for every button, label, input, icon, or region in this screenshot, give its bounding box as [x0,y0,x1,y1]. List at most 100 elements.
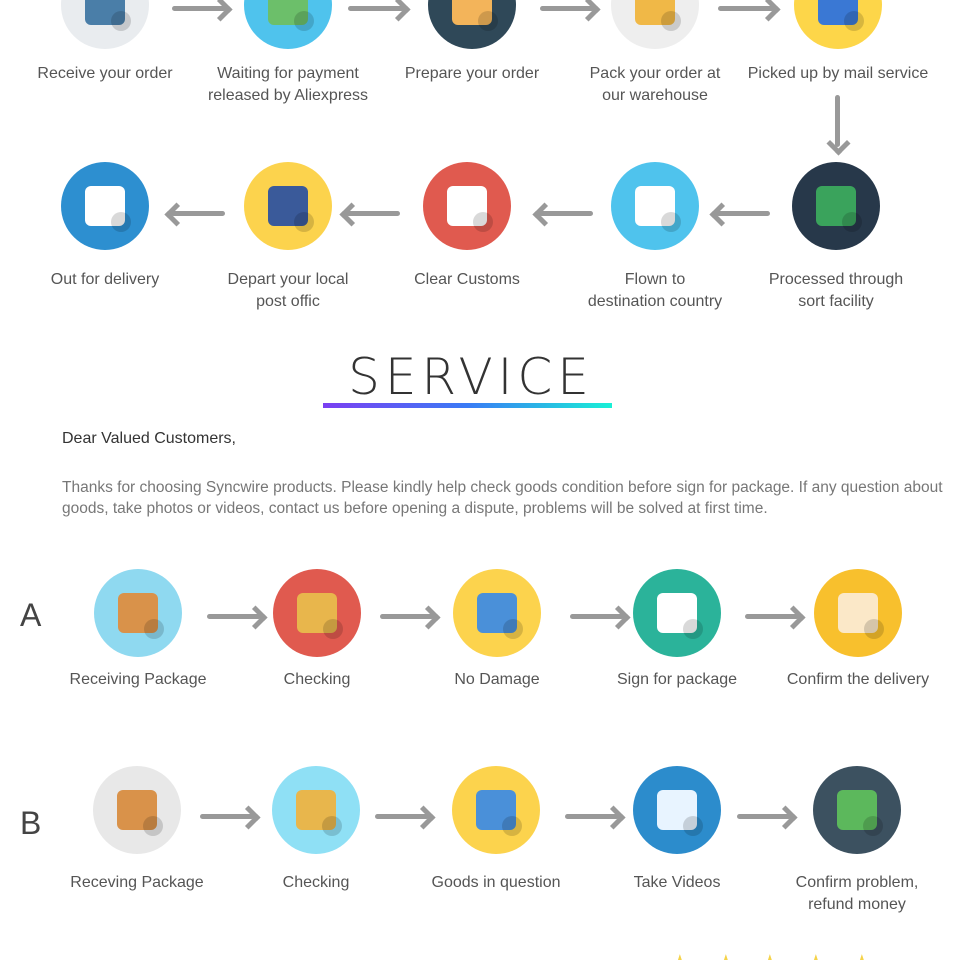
arrow-right-icon [565,805,626,830]
step-label: Picked up by mail service [747,65,929,82]
delivery-truck-glyph [268,186,308,226]
step-label: Confirm the delivery [786,671,930,688]
greeting: Dear Valued Customers, [62,430,236,447]
money-stack-icon [813,766,901,854]
glyph-detail [863,816,883,836]
envelope-icon [428,0,516,49]
step-label: Take Videos [633,874,721,891]
package-icon [94,569,182,657]
sign-document-icon [633,569,721,657]
box-icon [611,0,699,49]
star-icon: ★ [852,950,872,960]
step-label: Sign for package [616,671,738,688]
customs-officer-icon [423,162,511,250]
open-box-glyph [296,790,336,830]
arrow-left-icon [532,202,593,227]
step-label: Checking [283,671,351,688]
glyph-detail [294,11,314,31]
glyph-detail [322,816,342,836]
money-stack-glyph [837,790,877,830]
arrow-right-icon [172,0,233,22]
arrow-right-icon [540,0,601,22]
airplane-icon [611,162,699,250]
step-label: Receive your order [37,65,173,82]
open-box-glyph [297,593,337,633]
glyph-detail [143,816,163,836]
airplane-glyph [635,186,675,226]
order-form-glyph [85,0,125,25]
glyph-detail [503,619,523,639]
glyph-detail [478,11,498,31]
globe-icon [792,162,880,250]
glyph-detail [502,816,522,836]
arrow-right-icon [737,805,798,830]
step-label: Receving Package [70,874,204,891]
sad-face-glyph [476,790,516,830]
glyph-detail [144,619,164,639]
smiley-glyph [477,593,517,633]
arrow-left-icon [164,202,225,227]
money-icon [244,0,332,49]
glyph-detail [294,212,314,232]
service-title: SERVICE [348,348,594,406]
step-label: Prepare your order [404,65,540,82]
arrow-right-icon [200,805,261,830]
row-b-letter: B [20,805,42,841]
glyph-detail [111,11,131,31]
glyph-detail [323,619,343,639]
delivery-truck-icon [244,162,332,250]
truck-glyph [818,0,858,25]
arrow-right-icon [718,0,781,22]
arrow-down-icon [826,95,851,156]
truck-icon [794,0,882,49]
package-glyph [118,593,158,633]
star-icon: ★ [760,950,780,960]
arrow-left-icon [339,202,400,227]
star-icon: ★ [806,950,826,960]
glyph-detail [661,212,681,232]
hand-package-icon [61,162,149,250]
photos-icon [633,766,721,854]
glyph-detail [842,212,862,232]
glyph-detail [683,816,703,836]
photos-glyph [657,790,697,830]
arrow-right-icon [745,605,806,630]
title-gradient-underline [323,403,612,408]
smiley-icon [453,569,541,657]
step-label: Goods in question [431,874,561,891]
box-glyph [635,0,675,25]
open-box-icon [273,569,361,657]
glyph-detail [111,212,131,232]
sad-face-icon [452,766,540,854]
row-a-letter: A [20,597,42,633]
money-glyph [268,0,308,25]
envelope-glyph [452,0,492,25]
service-message: Thanks for choosing Syncwire products. P… [62,479,943,517]
package-glyph [117,790,157,830]
step-label: Checking [282,874,350,891]
step-label: Receiving Package [69,671,207,688]
step-label: Clear Customs [414,271,520,288]
handshake-icon [814,569,902,657]
star-icon: ★ [670,950,690,960]
arrow-right-icon [348,0,411,22]
arrow-right-icon [207,605,268,630]
arrow-right-icon [380,605,441,630]
glyph-detail [683,619,703,639]
step-label: Out for delivery [50,271,160,288]
glyph-detail [864,619,884,639]
handshake-glyph [838,593,878,633]
customs-officer-glyph [447,186,487,226]
hand-package-glyph [85,186,125,226]
glyph-detail [473,212,493,232]
globe-glyph [816,186,856,226]
arrow-left-icon [709,202,770,227]
star-icon: ★ [716,950,736,960]
package-icon [93,766,181,854]
arrow-right-icon [570,605,631,630]
